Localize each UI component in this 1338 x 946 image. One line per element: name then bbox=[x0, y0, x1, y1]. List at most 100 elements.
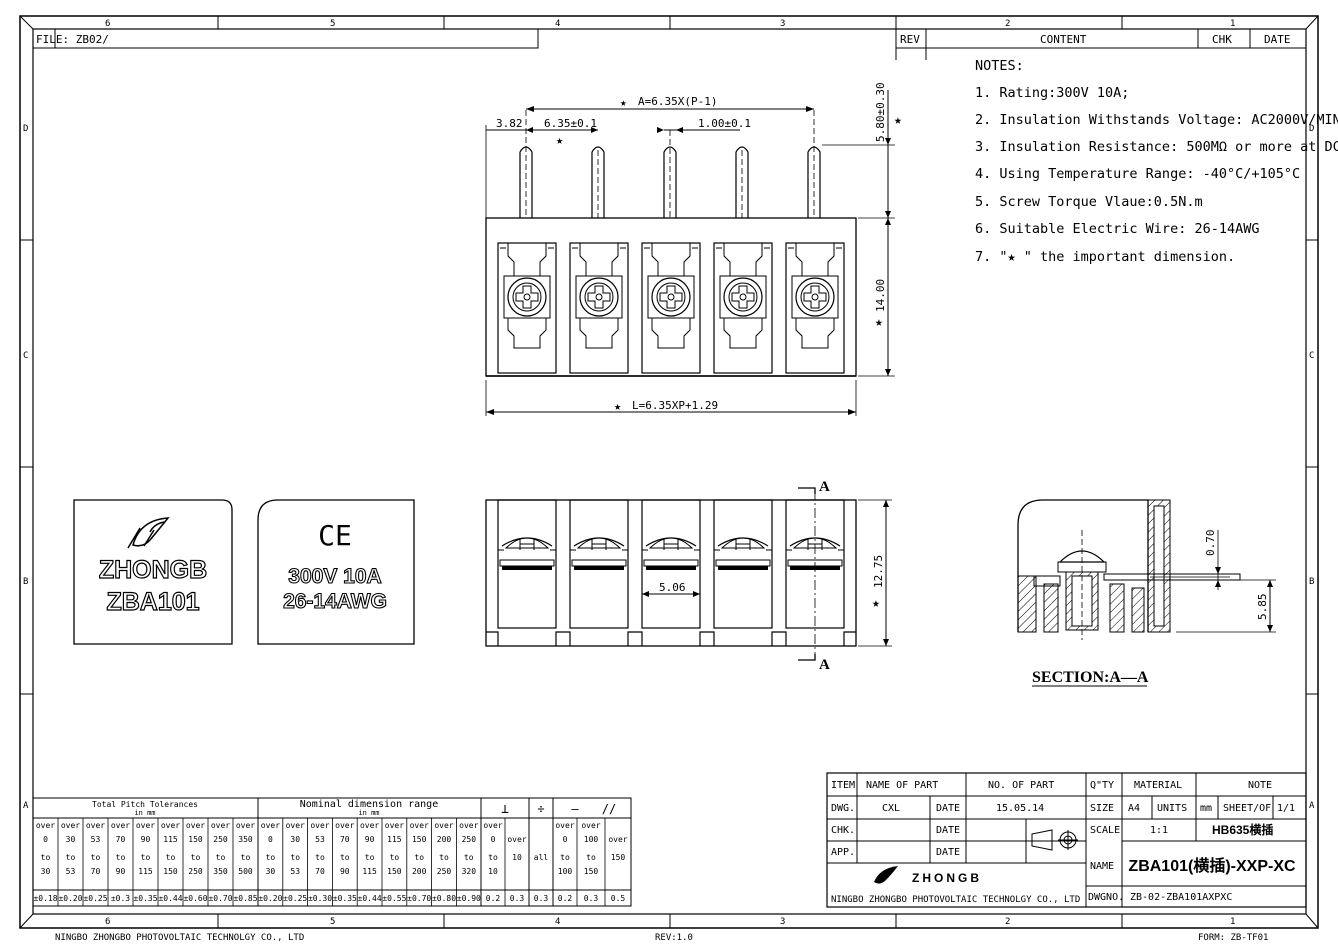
pitch-range-1-d: 53 bbox=[66, 867, 76, 876]
pitch-range-1-c: to bbox=[66, 853, 76, 862]
pitch-range-6-b: 150 bbox=[188, 835, 203, 844]
nominal-tolerance-3: ±0.35 bbox=[333, 894, 357, 903]
nominal-range-2-b: 53 bbox=[315, 835, 325, 844]
ce-label: CE 300V 10A 26-14AWG bbox=[257, 499, 415, 645]
inner-border bbox=[32, 28, 1307, 915]
tb-date-value: 15.05.14 bbox=[996, 803, 1044, 814]
geo-range-4-c: to bbox=[586, 853, 596, 862]
pitch-range-2-b: 53 bbox=[91, 835, 101, 844]
tb-dwg: DWG. bbox=[831, 803, 855, 814]
nominal-range-6-d: 200 bbox=[412, 867, 427, 876]
nominal-range-6-a: over bbox=[410, 821, 429, 830]
pitch-tolerance-4: ±0.35 bbox=[133, 894, 157, 903]
tb-sheet-value: 1/1 bbox=[1277, 803, 1295, 814]
pitch-range-8-a: over bbox=[236, 821, 255, 830]
tb-qty: Q"TY bbox=[1090, 780, 1114, 791]
pitch-tolerance-0: ±0.18 bbox=[33, 894, 57, 903]
tb-chk: CHK. bbox=[831, 825, 855, 836]
dim-star-front-h: ★ bbox=[872, 596, 880, 611]
pitch-range-0-a: over bbox=[36, 821, 55, 830]
dim-star-body-h: ★ bbox=[875, 315, 883, 330]
zone-top-6: 6 bbox=[105, 19, 110, 29]
dim-body-height: 14.00 bbox=[874, 279, 887, 312]
tb-dwg-name: CXL bbox=[882, 803, 900, 814]
nominal-tolerance-5: ±0.55 bbox=[382, 894, 406, 903]
geo-range-3-b: 0 bbox=[563, 835, 568, 844]
company-logo-icon bbox=[874, 866, 898, 884]
geo-range-5-b: over bbox=[608, 835, 627, 844]
zone-left-b: B bbox=[23, 577, 28, 587]
zone-left-d: D bbox=[23, 124, 28, 134]
pitch-range-6-d: 250 bbox=[188, 867, 203, 876]
zone-top-3: 3 bbox=[780, 19, 785, 29]
top-view: ★ A=6.35X(P-1) 3.82 6.35±0.1 ★ 1.00±0.1 … bbox=[485, 82, 902, 416]
zone-bottom-3: 3 bbox=[780, 917, 785, 927]
logo-label: ZHONGB ZBA101 bbox=[73, 499, 233, 645]
dim-offset: 3.82 bbox=[496, 117, 523, 130]
zone-right-d: D bbox=[1309, 124, 1314, 134]
nominal-range-8-a: over bbox=[459, 821, 478, 830]
section-title: SECTION:A—A bbox=[1032, 669, 1149, 686]
nominal-range-2-d: 70 bbox=[315, 867, 325, 876]
dim-star-length: ★ bbox=[614, 399, 621, 413]
nominal-range-5-a: over bbox=[385, 821, 404, 830]
geo-tolerance-3: 0.2 bbox=[558, 894, 573, 903]
footer-company: NINGBO ZHONGBO PHOTOVOLTAIC TECHNOLGY CO… bbox=[55, 933, 304, 943]
tb-date-label-2: DATE bbox=[936, 825, 960, 836]
tb-units: UNITS bbox=[1157, 803, 1187, 814]
geo-range-3-a: over bbox=[555, 821, 574, 830]
zhongbo-logo-icon bbox=[127, 517, 170, 549]
zone-bottom-1: 1 bbox=[1230, 917, 1235, 927]
pitch-tolerance-7: ±0.70 bbox=[208, 894, 232, 903]
dim-pin-width: 1.00±0.1 bbox=[698, 117, 751, 130]
pitch-range-3-a: over bbox=[111, 821, 130, 830]
geo-tolerance-2: 0.3 bbox=[534, 894, 549, 903]
pitch-tolerance-2: ±0.25 bbox=[83, 894, 107, 903]
zone-right-c: C bbox=[1309, 351, 1314, 361]
perpendicularity-icon: ⊥ bbox=[501, 802, 509, 817]
geo-range-0-d: 10 bbox=[488, 867, 498, 876]
tb-date-label-3: DATE bbox=[936, 847, 960, 858]
tb-units-value: mm bbox=[1200, 803, 1212, 814]
pitch-tolerance-8: ±0.85 bbox=[233, 894, 257, 903]
notes: NOTES: 1. Rating:300V 10A; 2. Insulation… bbox=[975, 58, 1338, 265]
note-3: 3. Insulation Resistance: 500MΩ or more … bbox=[975, 139, 1338, 155]
tb-material-value: HB635横插 bbox=[1212, 822, 1273, 837]
zone-bottom-4: 4 bbox=[555, 917, 560, 927]
tb-size-value: A4 bbox=[1128, 803, 1140, 814]
parallelism-icon: // bbox=[602, 802, 616, 816]
pitch-range-7-c: to bbox=[216, 853, 226, 862]
nominal-range-3-b: 70 bbox=[340, 835, 350, 844]
nominal-range-2-a: over bbox=[310, 821, 329, 830]
nominal-unit: in mm bbox=[358, 809, 379, 817]
tb-logo-text: ZHONGB bbox=[912, 871, 982, 885]
nominal-range-7-a: over bbox=[434, 821, 453, 830]
nominal-tolerance-1: ±0.25 bbox=[283, 894, 307, 903]
pitch-range-4-a: over bbox=[136, 821, 155, 830]
date-header: DATE bbox=[1264, 33, 1291, 46]
nominal-range-8-b: 250 bbox=[462, 835, 477, 844]
pitch-range-4-c: to bbox=[141, 853, 151, 862]
tb-material: MATERIAL bbox=[1134, 780, 1182, 791]
nominal-range-4-c: to bbox=[365, 853, 375, 862]
pitch-range-6-c: to bbox=[191, 853, 201, 862]
pitch-range-2-c: to bbox=[91, 853, 101, 862]
note-7: 7. "★ " the important dimension. bbox=[975, 249, 1235, 265]
nominal-range-7-c: to bbox=[439, 853, 449, 862]
logo-model-text: ZBA101 bbox=[106, 588, 199, 616]
nominal-range-0-c: to bbox=[266, 853, 276, 862]
zone-bottom-6: 6 bbox=[105, 917, 110, 927]
tb-company: NINGBO ZHONGBO PHOTOVOLTAIC TECHNOLGY CO… bbox=[831, 895, 1080, 905]
note-1: 1. Rating:300V 10A; bbox=[975, 85, 1129, 101]
zone-left-c: C bbox=[23, 351, 28, 361]
title-block: ITEM NAME OF PART NO. OF PART Q"TY MATER… bbox=[826, 772, 1307, 908]
pitch-range-8-d: 500 bbox=[238, 867, 253, 876]
nominal-range-4-d: 115 bbox=[362, 867, 377, 876]
geo-range-1-b: over bbox=[507, 835, 526, 844]
pitch-title: Total Pitch Tolerances bbox=[92, 800, 198, 809]
nominal-range-5-d: 150 bbox=[387, 867, 402, 876]
file-label: FILE: ZB02/ bbox=[36, 33, 109, 46]
pitch-range-3-c: to bbox=[116, 853, 126, 862]
geo-range-5-c: 150 bbox=[611, 853, 626, 862]
